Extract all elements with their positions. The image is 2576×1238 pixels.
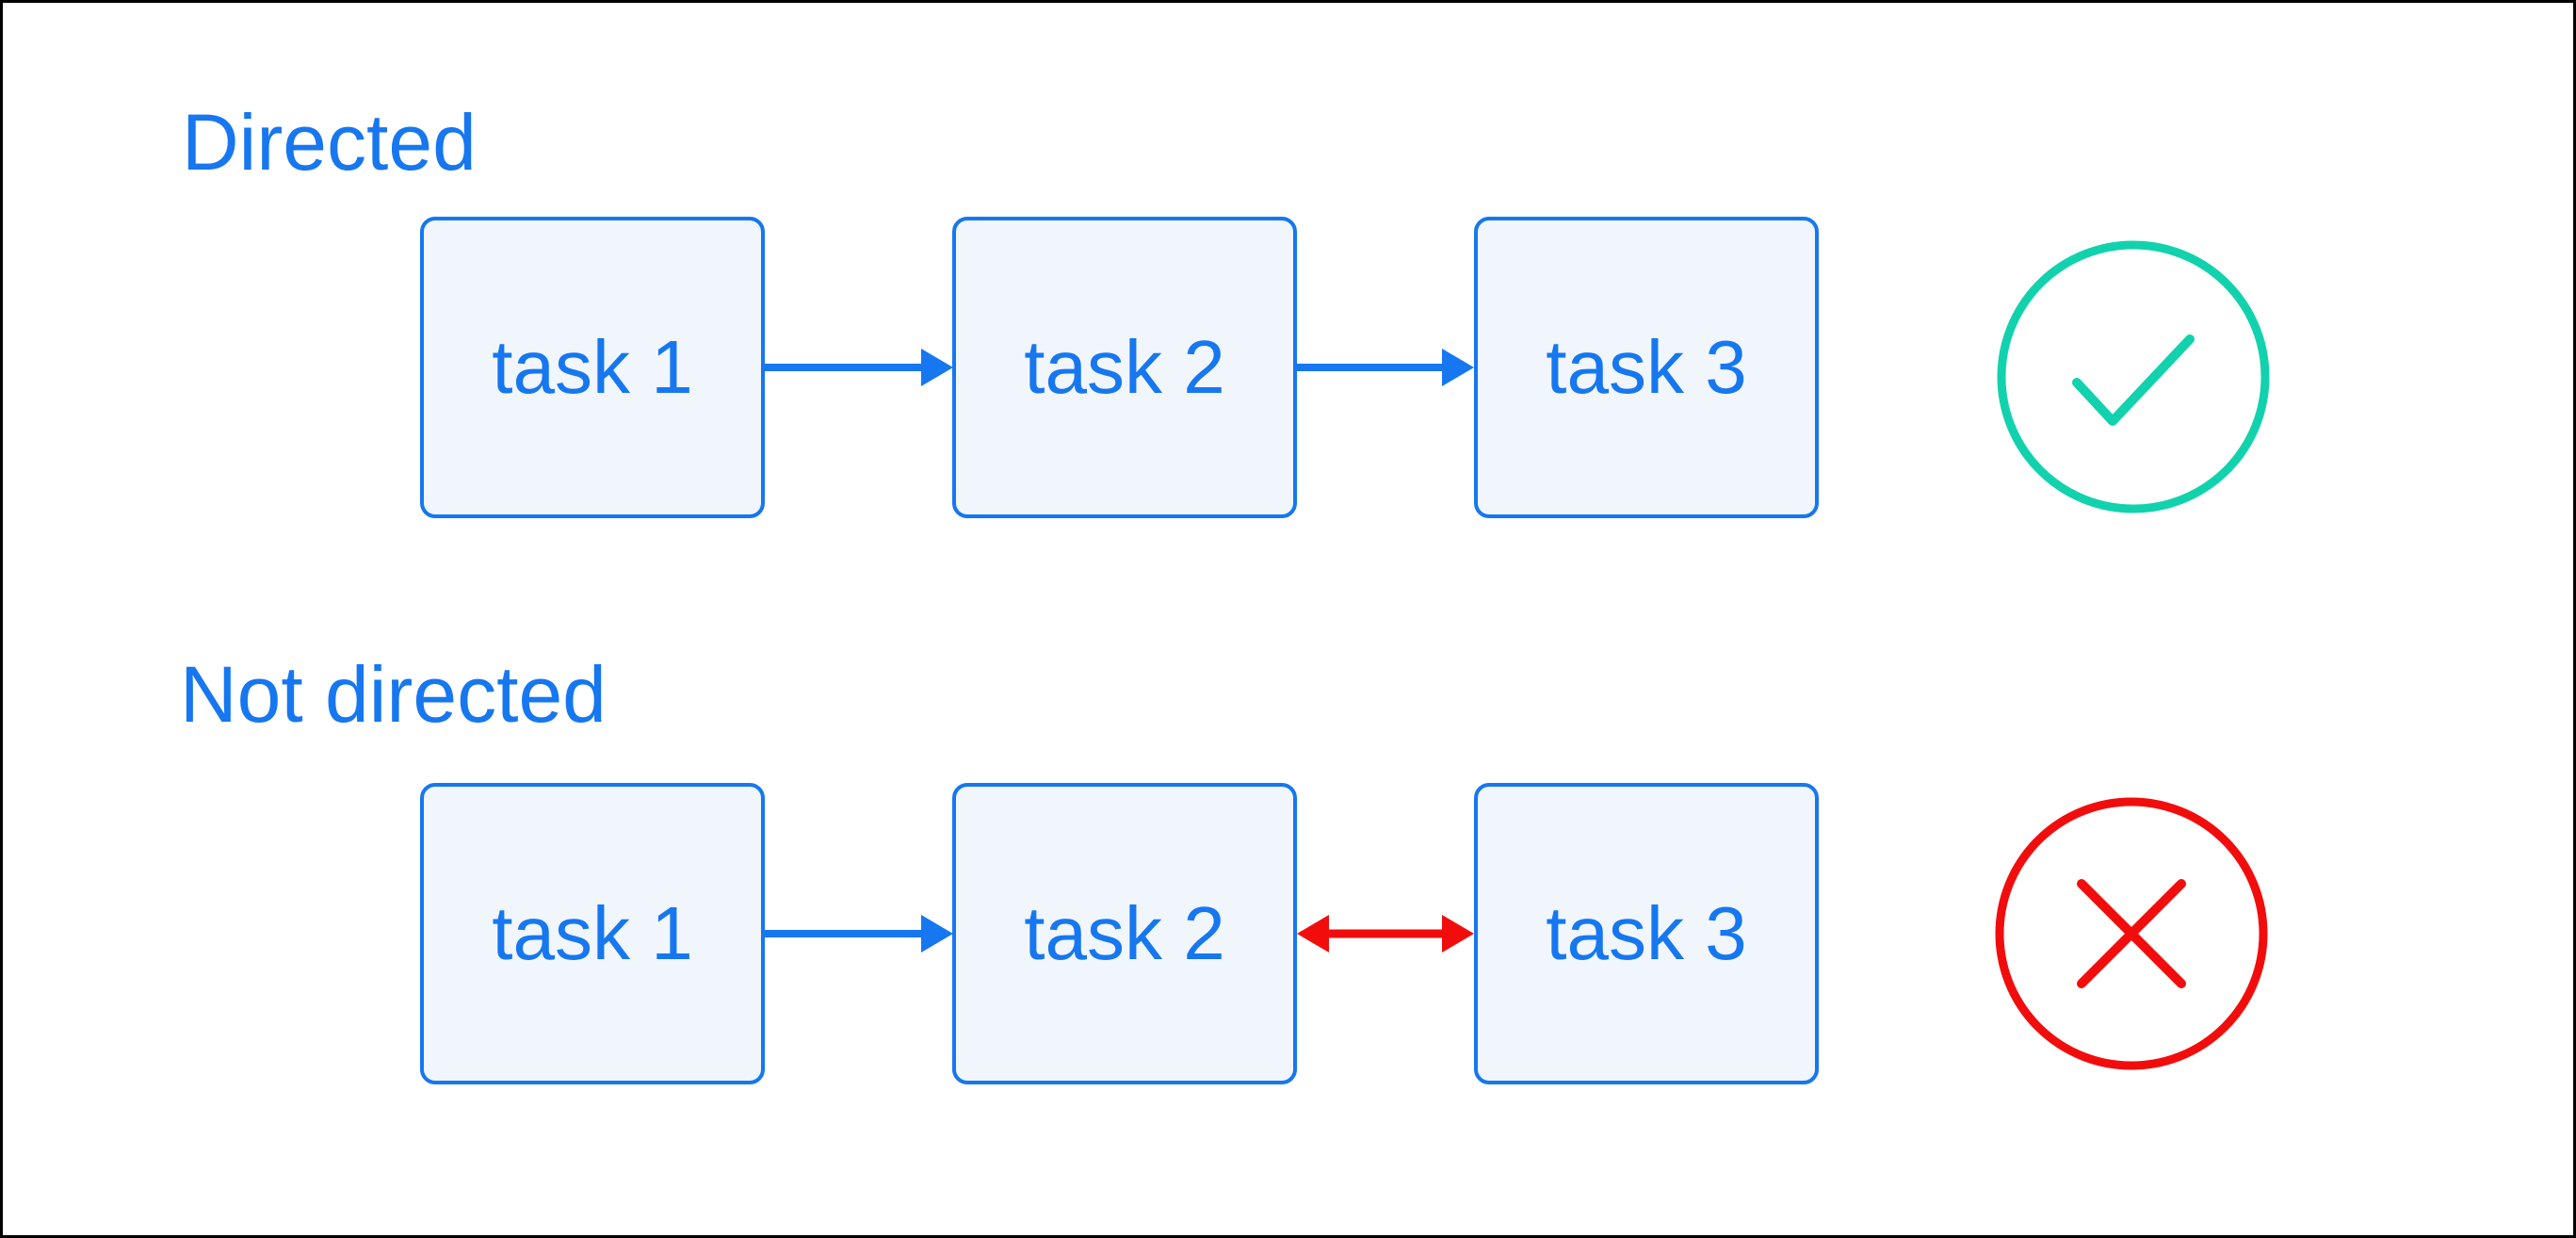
node-label: task 3 — [1546, 325, 1747, 409]
node-label: task 1 — [492, 891, 693, 975]
directed-arrow-task2-task3 — [1297, 349, 1474, 386]
node-directed-task-3: task 3 — [1474, 217, 1819, 518]
node-label: task 3 — [1546, 891, 1747, 975]
node-label: task 2 — [1024, 325, 1225, 409]
directed-arrow-task1-task2-bottom — [765, 915, 953, 953]
directed-arrow-task1-task2 — [765, 349, 953, 386]
node-label: task 1 — [492, 325, 693, 409]
node-directed-task-2: task 2 — [952, 217, 1297, 518]
node-not-directed-task-3: task 3 — [1474, 783, 1819, 1084]
section-label-not-directed: Not directed — [180, 650, 607, 739]
x-circle-icon — [1995, 797, 2268, 1070]
node-not-directed-task-1: task 1 — [420, 783, 765, 1084]
node-not-directed-task-2: task 2 — [952, 783, 1297, 1084]
check-circle-icon — [1997, 240, 2270, 513]
node-directed-task-1: task 1 — [420, 217, 765, 518]
bidirectional-arrow-task2-task3 — [1297, 915, 1474, 953]
section-label-directed: Directed — [182, 98, 477, 187]
node-label: task 2 — [1024, 891, 1225, 975]
